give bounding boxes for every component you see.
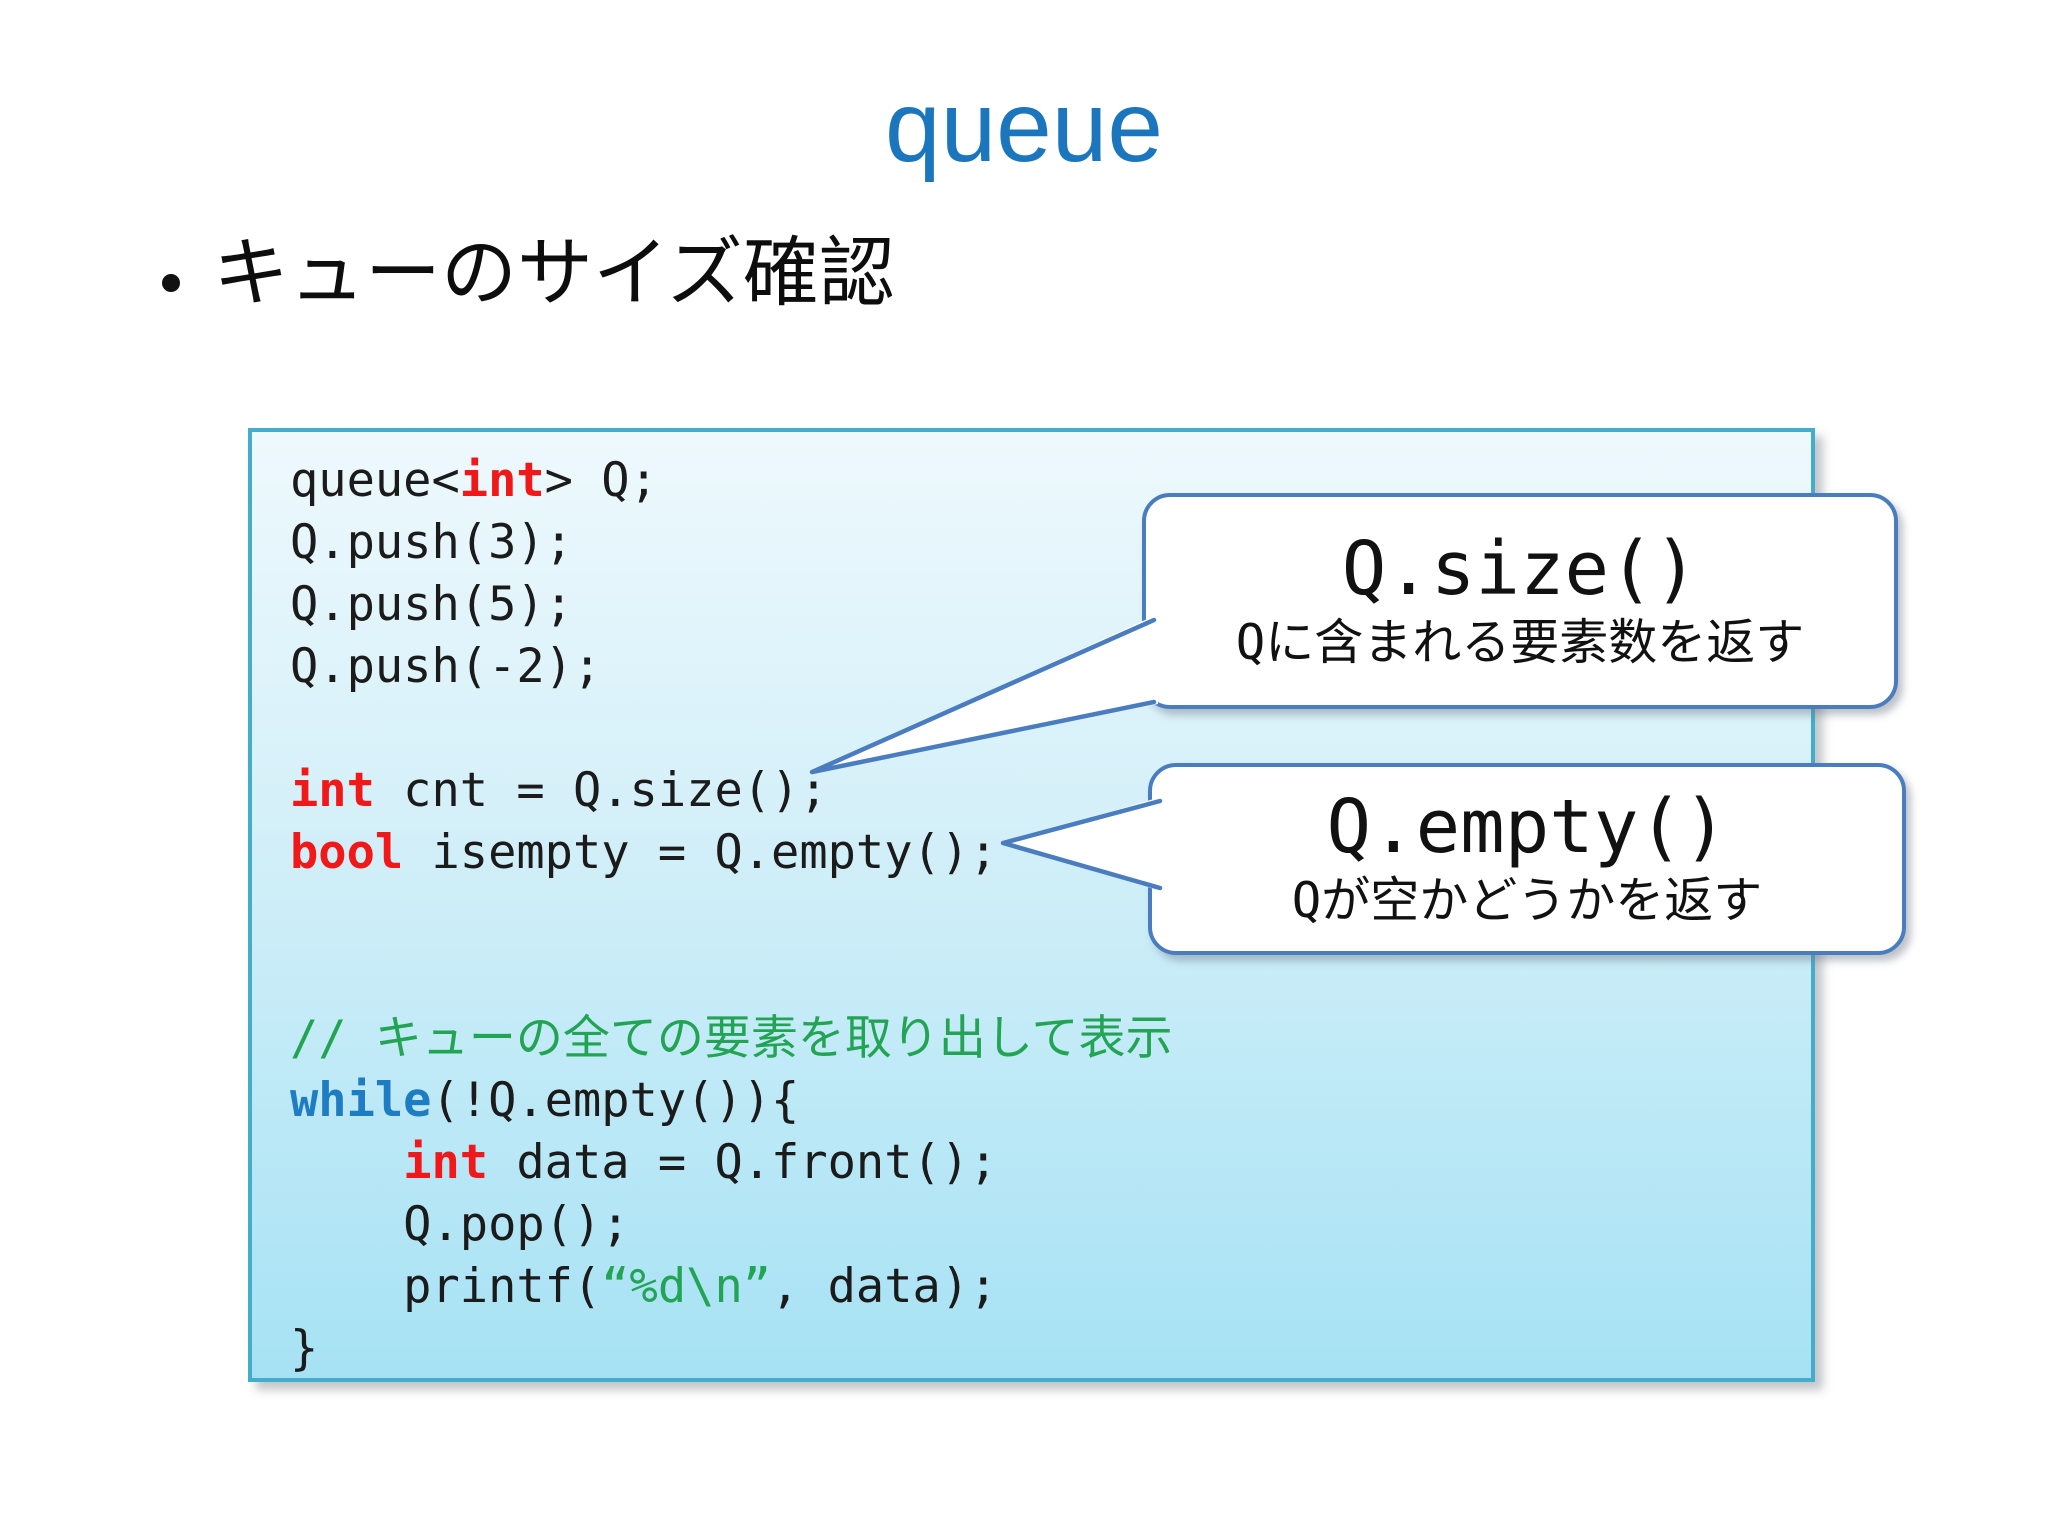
code-token-plain: Q.push(3); <box>290 515 573 570</box>
code-token-plain: } <box>290 1321 319 1376</box>
code-line: } <box>290 1318 1172 1380</box>
code-line <box>290 884 1172 946</box>
code-token-type: int <box>459 453 545 508</box>
callout-qempty: Q.empty() Qが空かどうかを返す <box>1148 763 1906 955</box>
code-token-plain: Q.pop(); <box>290 1197 630 1252</box>
code-token-plain: queue< <box>290 453 460 508</box>
page-title: queue <box>884 71 1164 183</box>
code-token-string: “%d\n” <box>601 1259 772 1314</box>
code-line <box>290 946 1172 1008</box>
code-token-plain: , data); <box>771 1259 998 1314</box>
code-line: printf(“%d\n”, data); <box>290 1256 1172 1318</box>
callout-qempty-title: Q.empty() <box>1326 783 1728 870</box>
code-token-plain: printf( <box>290 1259 602 1314</box>
code-line: int data = Q.front(); <box>290 1132 1172 1194</box>
code-line: Q.push(-2); <box>290 636 1172 698</box>
code-token-type: bool <box>290 825 404 880</box>
code-line: Q.pop(); <box>290 1194 1172 1256</box>
code-line: // キューの全ての要素を取り出して表示 <box>290 1008 1172 1070</box>
callout-qsize: Q.size() Qに含まれる要素数を返す <box>1142 493 1898 709</box>
callout-qsize-desc: Qに含まれる要素数を返す <box>1235 614 1805 672</box>
code-line: while(!Q.empty()){ <box>290 1070 1172 1132</box>
bullet-icon <box>162 274 180 292</box>
code-line: Q.push(5); <box>290 574 1172 636</box>
code-token-plain: isempty = Q.empty(); <box>403 825 998 880</box>
code-line <box>290 698 1172 760</box>
callout-qsize-title: Q.size() <box>1341 525 1699 612</box>
code-token-comment: // キューの全ての要素を取り出して表示 <box>290 1011 1173 1066</box>
code-line: queue<int> Q; <box>290 450 1172 512</box>
code-token-type: int <box>403 1135 489 1190</box>
code-token-plain: Q.push(-2); <box>290 639 602 694</box>
code-token-plain: (!Q.empty()){ <box>431 1073 800 1128</box>
code-token-type: int <box>290 763 375 818</box>
code-token-plain <box>290 1135 403 1190</box>
code-token-plain: Q.push(5); <box>290 577 573 632</box>
code-line: bool isempty = Q.empty(); <box>290 822 1172 884</box>
code-token-plain: cnt = Q.size(); <box>374 763 828 818</box>
code-token-flow: while <box>290 1073 432 1128</box>
bullet-text: キューのサイズ確認 <box>213 231 895 316</box>
code-line: int cnt = Q.size(); <box>290 760 1172 822</box>
callout-qempty-desc: Qが空かどうかを返す <box>1291 872 1763 930</box>
code-token-plain: > Q; <box>544 453 658 508</box>
code-lines: queue<int> Q;Q.push(3);Q.push(5);Q.push(… <box>290 450 1172 1380</box>
code-line: Q.push(3); <box>290 512 1172 574</box>
code-token-plain: data = Q.front(); <box>488 1135 998 1190</box>
